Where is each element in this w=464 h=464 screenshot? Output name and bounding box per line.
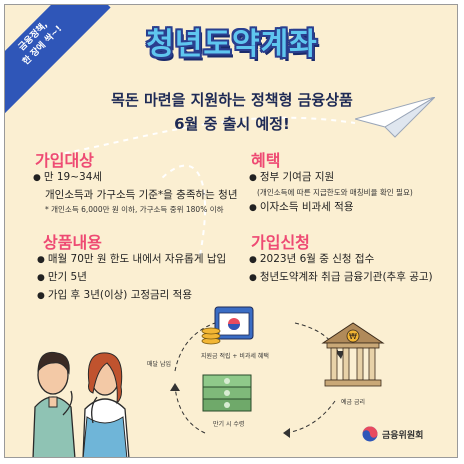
product-list: ●매월 70만 원 한도 내에서 자유롭게 납입 ●만기 5년 ●가입 후 3년… — [37, 251, 226, 305]
cash-stack-icon — [202, 374, 252, 412]
flight-path-decoration — [44, 116, 356, 256]
list-item: ●청년도약계좌 취급 금융기관(추후 공고) — [249, 271, 433, 283]
list-item: ●이자소득 비과세 적용 — [249, 201, 354, 213]
logo-name: 금융위원회 — [382, 430, 424, 441]
fsc-logo: 금융위원회 — [362, 426, 423, 442]
taegeuk-logo-icon — [362, 426, 378, 442]
paper-plane-icon — [355, 97, 435, 138]
bullet-icon: ● — [37, 291, 45, 301]
flow-label-contribution: 지원금 적립 + 비과세 혜택 — [201, 353, 269, 360]
bullet-icon: ● — [249, 273, 257, 283]
benefits-heading: 혜택 — [246, 147, 285, 171]
apply-heading: 가입신청 — [247, 229, 314, 253]
list-item: ●2023년 6월 중 신청 접수 — [249, 253, 375, 265]
eligibility-note: * 개인소득 6,000만 원 이하, 가구소득 중위 180% 이하 — [45, 205, 224, 214]
bullet-icon: ● — [37, 255, 45, 265]
flow-label-deposit: 매달 납입 — [147, 361, 171, 368]
subtitle-date: 6월 중 출시 예정! — [174, 115, 290, 133]
eligibility-list: ●만 19~34세 개인소득과 가구소득 기준*을 충족하는 청년 * 개인소득… — [33, 169, 237, 216]
bullet-icon: ● — [37, 273, 45, 283]
list-item: ●매월 70만 원 한도 내에서 자유롭게 납입 — [37, 253, 227, 265]
svg-text:₩: ₩ — [349, 332, 357, 341]
bank-icon: ₩ — [321, 322, 385, 387]
young-couple-illustration — [32, 351, 130, 457]
list-item: ●가입 후 3년(이상) 고정금리 적용 — [37, 289, 193, 301]
bullet-icon: ● — [33, 173, 41, 183]
benefits-list: ●정부 기여금 지원 (개인소득에 따른 지급한도와 매칭비율 확인 필요) ●… — [249, 169, 413, 217]
list-item: ●만 19~34세 — [33, 171, 103, 183]
list-item: ●만기 5년 — [37, 271, 87, 283]
flow-label-interest: 예금 금리 — [341, 399, 365, 406]
bullet-icon: ● — [249, 255, 257, 265]
product-heading: 상품내용 — [39, 229, 106, 253]
benefits-note: (개인소득에 따른 지급한도와 매칭비율 확인 필요) — [257, 188, 413, 197]
list-item: 개인소득과 가구소득 기준*을 충족하는 청년 — [45, 189, 238, 201]
bullet-icon: ● — [249, 203, 257, 213]
apply-list: ●2023년 6월 중 신청 접수 ●청년도약계좌 취급 금융기관(추후 공고) — [249, 251, 433, 287]
subtitle-main: 목돈 마련을 지원하는 정책형 금융상품 — [111, 91, 353, 109]
eligibility-heading: 가입대상 — [31, 147, 98, 171]
flow-label-maturity: 만기 시 수령 — [213, 421, 245, 428]
bullet-icon: ● — [249, 173, 257, 183]
infographic-card: 금융정책, 한 장에 싹~! 청년도약계좌 목돈 마련을 지원하는 정책형 금융… — [4, 4, 458, 458]
list-item: ●정부 기여금 지원 — [249, 171, 335, 183]
page-title: 청년도약계좌 — [146, 27, 318, 62]
savings-folder-icon — [201, 306, 254, 345]
